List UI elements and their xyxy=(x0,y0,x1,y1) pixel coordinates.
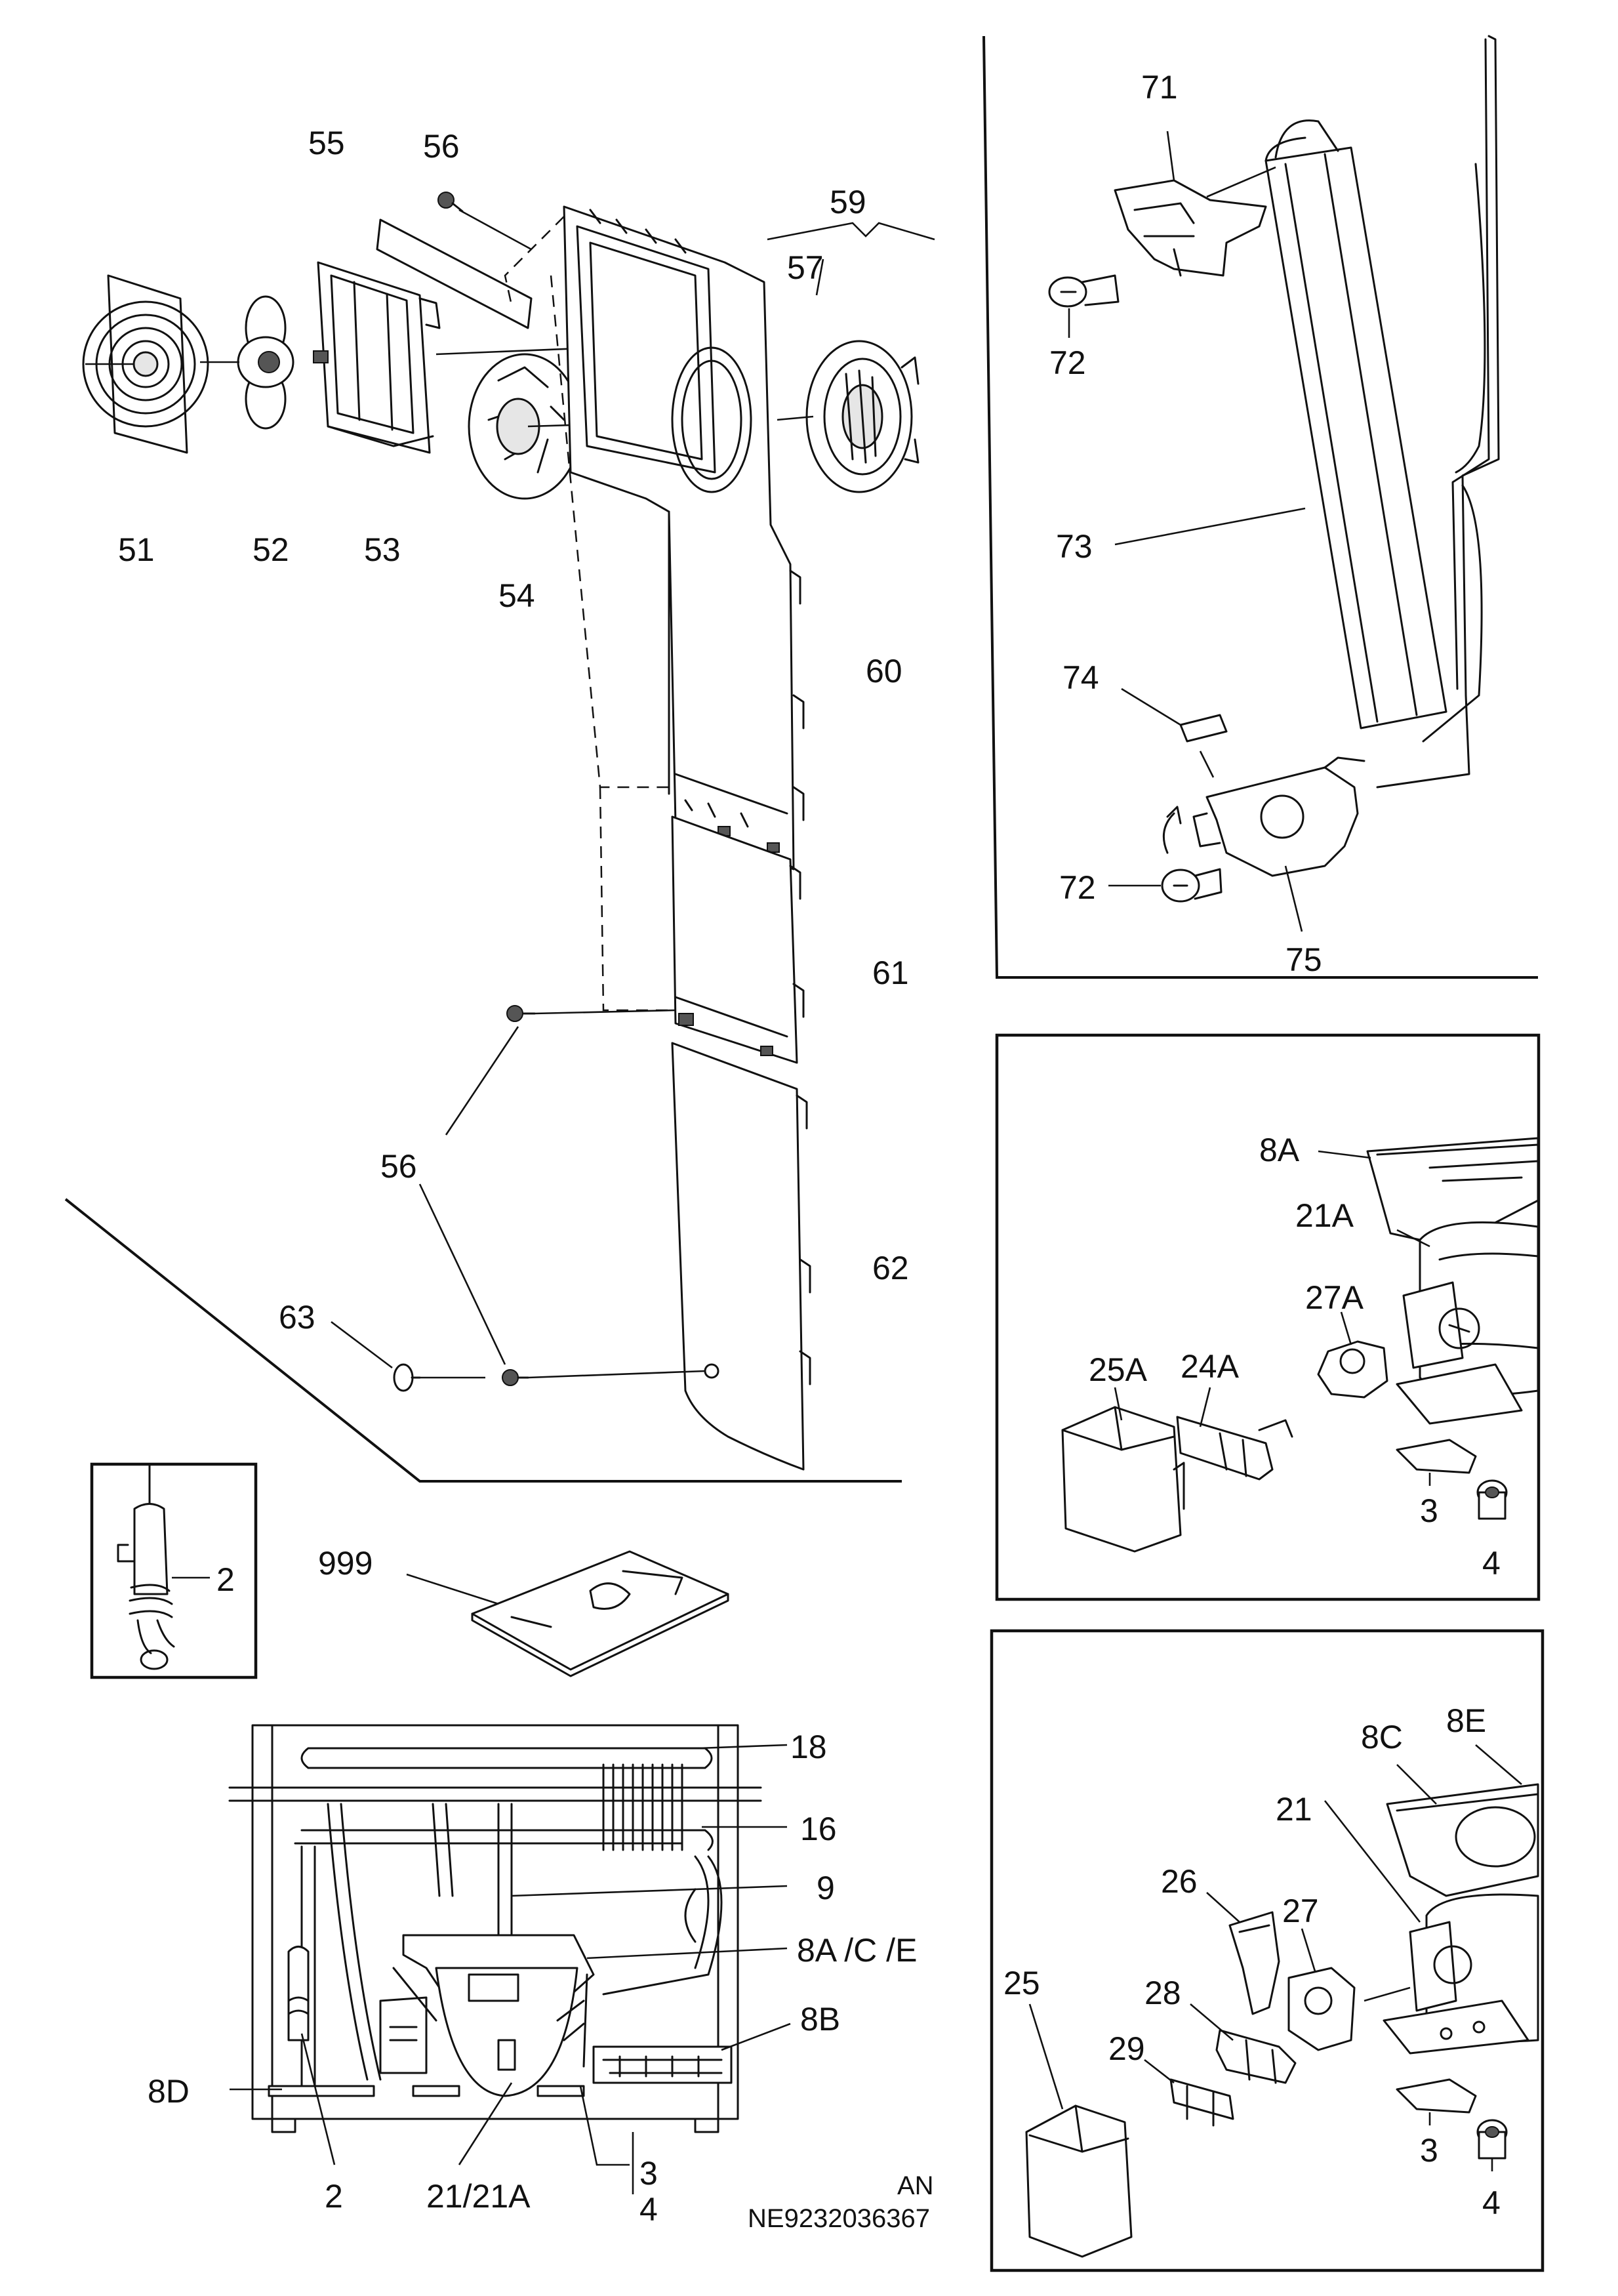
part-63-clip xyxy=(331,1321,485,1392)
label-75: 75 xyxy=(1285,941,1322,978)
part-72-plug-top xyxy=(1048,274,1120,338)
part-27-relay xyxy=(1287,1928,1411,2051)
label-56-top: 56 xyxy=(423,128,460,165)
label-63: 63 xyxy=(279,1299,315,1336)
label-52: 52 xyxy=(253,531,289,568)
part-25A-cover xyxy=(1061,1387,1185,1553)
part-74-small-clip xyxy=(1121,687,1228,743)
panel-borders xyxy=(64,35,1545,2272)
label-8A: 8A xyxy=(1259,1132,1300,1168)
part-4A-grommet xyxy=(1478,1481,1508,1520)
label-18: 18 xyxy=(790,1729,827,1765)
part-56-screws xyxy=(418,1005,706,1386)
label-9: 9 xyxy=(817,1870,835,1906)
part-61-middle-panel xyxy=(671,815,805,1064)
part-3B-clip xyxy=(1396,2078,1477,2125)
compressor-detail-a xyxy=(1061,1138,1539,1553)
label-8D: 8D xyxy=(148,2073,190,2110)
label-57: 57 xyxy=(787,249,824,286)
part-29-terminal xyxy=(1144,2059,1234,2127)
label-25A: 25A xyxy=(1089,1351,1148,1388)
label-21A: 21A xyxy=(1295,1197,1354,1234)
label-21: 21 xyxy=(1276,1791,1312,1828)
label-4-c: 4 xyxy=(639,2191,658,2228)
part-72-plug-bottom xyxy=(1108,868,1223,903)
label-51: 51 xyxy=(118,531,155,568)
label-8A-C-E: 8A /C /E xyxy=(797,1932,917,1969)
footer-code: AN xyxy=(897,2171,934,2200)
part-53-fan-bracket xyxy=(313,261,597,454)
label-72-top: 72 xyxy=(1049,344,1086,381)
part-26-cover-clip xyxy=(1206,1892,1280,2015)
label-4-b: 4 xyxy=(1482,2184,1501,2221)
part-52-fan-blade xyxy=(200,295,294,430)
footer-doc-number: NE9232036367 xyxy=(748,2204,930,2233)
label-4-a: 4 xyxy=(1482,1545,1501,1582)
part-55-strip xyxy=(376,218,533,329)
label-53: 53 xyxy=(364,531,401,568)
part-24A-connector xyxy=(1176,1387,1293,1481)
label-56-middle: 56 xyxy=(380,1148,417,1185)
label-72-bottom: 72 xyxy=(1059,869,1096,906)
label-999: 999 xyxy=(318,1545,373,1582)
label-27: 27 xyxy=(1282,1893,1319,1929)
part-2-sensor-detail xyxy=(117,1463,210,1670)
label-29: 29 xyxy=(1108,2030,1145,2067)
label-24A: 24A xyxy=(1181,1348,1240,1385)
label-8E: 8E xyxy=(1446,1702,1486,1739)
label-3-b: 3 xyxy=(1420,2132,1438,2169)
part-51-fan-grille xyxy=(82,274,209,454)
compressor-detail-ce xyxy=(1025,1744,1539,2258)
part-3A-clip xyxy=(1396,1439,1477,1486)
part-62-lower-panel xyxy=(671,1042,811,1471)
part-57-fan-motor xyxy=(767,222,935,493)
label-25: 25 xyxy=(1003,1965,1040,2001)
label-62: 62 xyxy=(872,1250,909,1286)
part-4B-grommet xyxy=(1476,2119,1508,2171)
label-55: 55 xyxy=(308,125,345,161)
label-28: 28 xyxy=(1144,1975,1181,2011)
label-3-c: 3 xyxy=(639,2155,658,2192)
label-61: 61 xyxy=(872,954,909,991)
label-8B: 8B xyxy=(800,2001,840,2038)
fan-assembly xyxy=(82,192,748,500)
label-74: 74 xyxy=(1062,659,1099,696)
part-56-screw-top xyxy=(437,192,532,251)
label-60: 60 xyxy=(866,653,902,689)
label-16: 16 xyxy=(800,1811,837,1847)
label-2-box: 2 xyxy=(216,1561,235,1598)
label-71: 71 xyxy=(1141,69,1178,106)
callout-labels: 51 52 53 54 55 56 57 59 60 61 62 56 63 2… xyxy=(118,69,1501,2233)
appliance-rear-view xyxy=(228,1724,791,2194)
part-28-connector xyxy=(1190,2003,1297,2084)
label-73: 73 xyxy=(1056,528,1093,565)
part-27A-relay xyxy=(1317,1311,1388,1399)
evaporator-assembly xyxy=(1048,35,1500,932)
label-21-21A: 21/21A xyxy=(426,2178,531,2215)
part-75-bottom-housing xyxy=(1162,750,1365,932)
label-3-a: 3 xyxy=(1420,1492,1438,1529)
label-2-bottom: 2 xyxy=(325,2178,343,2215)
label-26: 26 xyxy=(1161,1863,1198,1900)
label-54: 54 xyxy=(498,577,535,614)
part-999-manual xyxy=(406,1550,729,1677)
label-8C: 8C xyxy=(1361,1719,1403,1755)
label-59: 59 xyxy=(830,184,866,220)
part-71-top-bracket xyxy=(1114,131,1276,277)
part-25-cover xyxy=(1025,2003,1133,2258)
label-27A: 27A xyxy=(1305,1279,1364,1316)
